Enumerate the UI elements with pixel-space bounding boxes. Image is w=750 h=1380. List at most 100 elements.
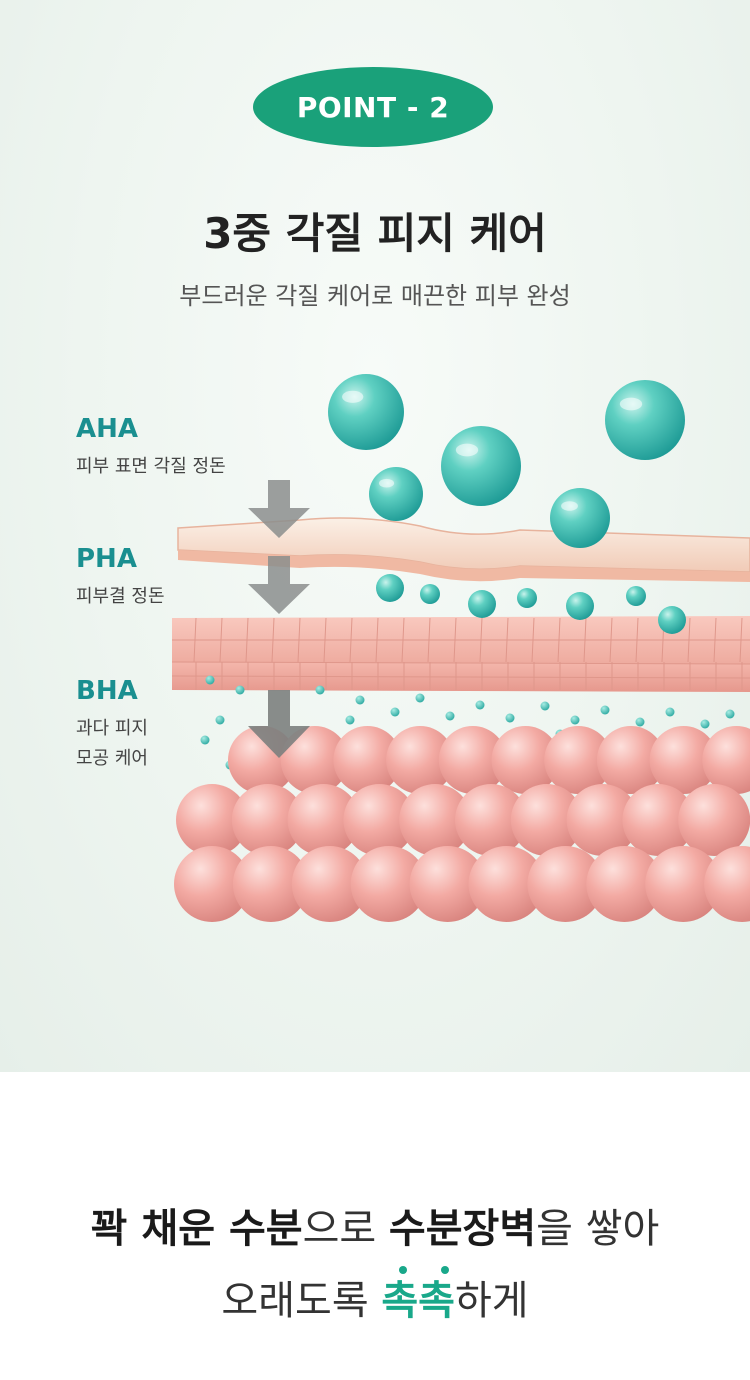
point-badge: POINT - 2 xyxy=(253,67,493,147)
serum-particle xyxy=(215,715,225,725)
skin-cell xyxy=(491,726,560,794)
skin-cell xyxy=(176,784,248,856)
hero-section: POINT - 2 3중 각질 피지 케어 부드러운 각질 케어로 매끈한 피부… xyxy=(0,0,750,1072)
skin-cell xyxy=(586,846,663,922)
skin-cell xyxy=(291,846,368,922)
skin-cell xyxy=(649,726,718,794)
water-droplet xyxy=(369,467,423,521)
serum-particle xyxy=(570,715,580,725)
serum-particle xyxy=(665,707,675,717)
skin-cell xyxy=(343,784,416,856)
bottom-line2-prefix: 오래도록 xyxy=(221,1278,382,1324)
aha-label: AHA xyxy=(76,414,139,444)
serum-particle xyxy=(540,701,550,711)
bha-description-line2: 모공 케어 xyxy=(76,748,148,769)
serum-particle xyxy=(415,693,425,703)
skin-cell xyxy=(287,784,360,856)
serum-particle xyxy=(345,715,355,725)
droplet-highlight xyxy=(561,501,578,511)
bottom-line2-accent-text: 촉촉 xyxy=(381,1278,455,1324)
down-arrow-icon xyxy=(248,480,310,538)
serum-drop xyxy=(376,574,404,602)
serum-particle xyxy=(355,695,365,705)
serum-drop xyxy=(420,584,440,604)
skin-cell xyxy=(280,726,349,794)
bottom-line1-part4: 을 쌓아 xyxy=(536,1206,660,1252)
skin-cell xyxy=(333,726,402,794)
serum-particle xyxy=(700,719,710,729)
point-badge-label: POINT - 2 xyxy=(296,90,450,124)
water-droplet xyxy=(328,374,404,450)
skin-cell xyxy=(455,784,527,856)
droplet-body xyxy=(605,380,685,460)
serum-particle xyxy=(315,685,325,695)
bottom-headline-line2: 오래도록 촉촉하게 xyxy=(0,1266,750,1326)
serum-drop xyxy=(658,606,686,634)
droplet-highlight xyxy=(342,390,364,403)
serum-particle xyxy=(200,735,210,745)
serum-particle xyxy=(390,707,400,717)
droplet-highlight xyxy=(378,478,395,488)
skin-cell xyxy=(704,846,750,922)
serum-particle xyxy=(725,709,735,719)
serum-particle xyxy=(205,675,215,685)
skin-cell xyxy=(566,784,639,856)
texture-line xyxy=(171,675,750,679)
skin-cell xyxy=(544,726,613,794)
water-droplet xyxy=(441,426,521,506)
skin-cell xyxy=(678,784,750,856)
bottom-headline-line1: 꽉 채운 수분으로 수분장벽을 쌓아 xyxy=(0,1196,750,1254)
page-title: 3중 각질 피지 케어 xyxy=(203,209,547,258)
skin-cell xyxy=(438,726,507,794)
serum-drop xyxy=(566,592,594,620)
droplet-body xyxy=(441,426,521,506)
bottom-line1-part2: 으로 xyxy=(302,1206,389,1252)
serum-drop xyxy=(468,590,496,618)
droplet-highlight xyxy=(455,443,479,457)
droplet-body xyxy=(369,467,423,521)
serum-particle xyxy=(505,713,515,723)
skin-cell xyxy=(174,846,250,922)
skin-cell xyxy=(622,784,695,856)
emphasis-dot xyxy=(399,1266,408,1274)
bottom-line2-accent: 촉촉 xyxy=(381,1266,455,1324)
bottom-line1-part3: 수분장벽 xyxy=(388,1206,537,1252)
water-droplet xyxy=(550,488,610,548)
skin-cell xyxy=(409,846,486,922)
skin-cell xyxy=(645,846,722,922)
skin-cell xyxy=(232,846,309,922)
serum-drop xyxy=(517,588,537,608)
skin-layers-illustration xyxy=(171,374,750,922)
serum-particle xyxy=(475,700,485,710)
pha-description: 피부결 정돈 xyxy=(76,586,165,607)
down-arrow-icon xyxy=(248,690,310,758)
skin-cell xyxy=(350,846,427,922)
aha-description: 피부 표면 각질 정돈 xyxy=(76,456,226,477)
texture-line xyxy=(171,661,750,665)
skin-cell xyxy=(386,726,455,794)
serum-particle xyxy=(600,705,610,715)
droplet-body xyxy=(328,374,404,450)
bha-description-line1: 과다 피지 xyxy=(76,718,148,739)
skin-texture-layer xyxy=(171,616,750,692)
water-droplet xyxy=(605,380,685,460)
bottom-line2-suffix: 하게 xyxy=(454,1278,529,1324)
skin-cell xyxy=(510,784,583,856)
water-droplet-icon xyxy=(328,374,685,548)
pha-label: PHA xyxy=(76,544,137,574)
page-subtitle: 부드러운 각질 케어로 매끈한 피부 완성 xyxy=(179,282,571,310)
skin-cell xyxy=(231,784,304,856)
skin-cell xyxy=(527,846,604,922)
skin-cell xyxy=(399,784,472,856)
bha-label: BHA xyxy=(76,676,138,706)
skin-cell xyxy=(702,726,750,794)
serum-particle xyxy=(445,711,455,721)
serum-drop xyxy=(626,586,646,606)
down-arrow-icon xyxy=(248,556,310,614)
skin-cell xyxy=(596,726,665,794)
serum-particle xyxy=(235,685,245,695)
skin-cell xyxy=(468,846,545,922)
droplet-body xyxy=(550,488,610,548)
emphasis-dot xyxy=(441,1266,450,1274)
skin-cell-icon xyxy=(174,726,750,922)
